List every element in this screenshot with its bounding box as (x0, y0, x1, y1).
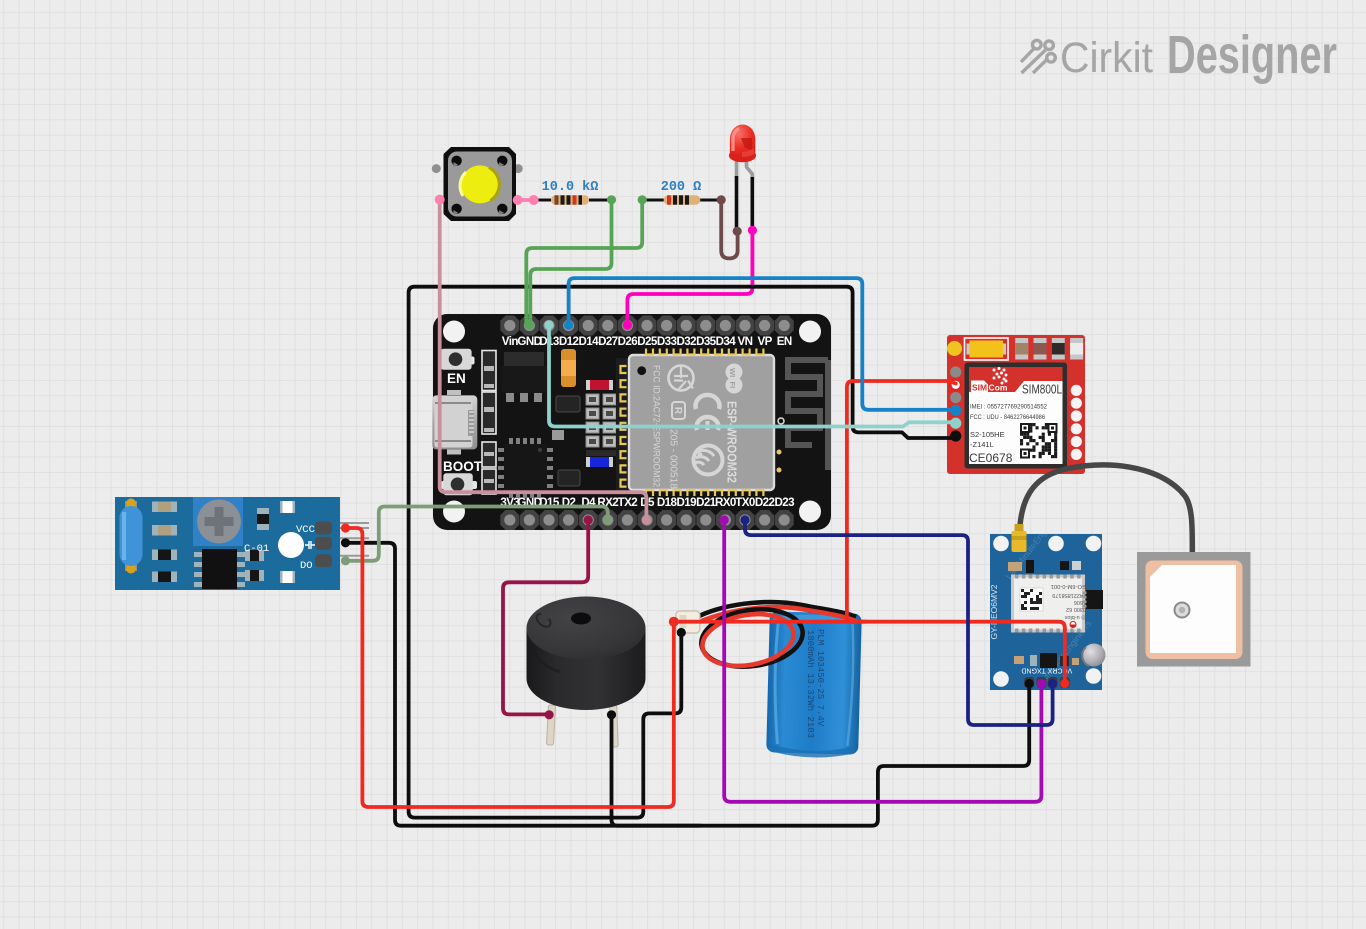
svg-text:Designer: Designer (1167, 25, 1337, 85)
svg-text:SIM800L: SIM800L (1022, 383, 1062, 397)
svg-text:PLM 103450-2S 7.4V: PLM 103450-2S 7.4V (815, 629, 825, 727)
svg-text:Cirkit: Cirkit (1060, 34, 1153, 82)
svg-text:IMEI : 055727769290514552: IMEI : 055727769290514552 (970, 404, 1047, 411)
svg-text:10.0 kΩ: 10.0 kΩ (542, 180, 599, 195)
svg-text:GND: GND (517, 335, 541, 348)
svg-text:D23: D23 (774, 496, 795, 509)
svg-text:R: R (672, 407, 683, 415)
svg-text:-Z141L: -Z141L (970, 440, 994, 449)
svg-text:EN: EN (777, 335, 792, 348)
svg-text:D32: D32 (676, 335, 696, 348)
svg-text:VCC: VCC (296, 524, 315, 536)
svg-text:BOOT: BOOT (443, 459, 483, 474)
svg-text:GY-NEO6MV2: GY-NEO6MV2 (989, 584, 999, 639)
svg-text:D35: D35 (696, 335, 717, 348)
svg-text:1606: 1606 (1074, 599, 1086, 605)
svg-text:◎ u-blox: ◎ u-blox (1064, 614, 1086, 620)
svg-text:VN: VN (738, 335, 753, 348)
svg-text:D18: D18 (657, 496, 678, 509)
svg-text:S2-105HE: S2-105HE (970, 430, 1005, 439)
svg-text:NEO-6M-0-001: NEO-6M-0-001 (1051, 583, 1090, 589)
svg-text:Com: Com (989, 383, 1008, 393)
svg-text:D14: D14 (578, 335, 599, 348)
svg-text:D27: D27 (598, 335, 618, 348)
svg-text:GND: GND (1021, 666, 1037, 673)
svg-text:ESP-WROOM32: ESP-WROOM32 (725, 401, 740, 483)
svg-text:1800mAh 13.32Wh 2103: 1800mAh 13.32Wh 2103 (805, 630, 815, 738)
svg-text:C-01: C-01 (244, 543, 269, 555)
svg-text:200 Ω: 200 Ω (661, 180, 702, 195)
svg-text:D33: D33 (657, 335, 678, 348)
svg-text:VP: VP (757, 335, 772, 348)
svg-text:RX: RX (1047, 666, 1057, 673)
svg-text:EN: EN (447, 371, 466, 386)
svg-text:D19: D19 (676, 496, 697, 509)
svg-text:D25: D25 (637, 335, 658, 348)
svg-text:FCC : UDU - 8462276644986: FCC : UDU - 8462276644986 (970, 414, 1045, 421)
svg-text:WI: WI (728, 368, 737, 377)
svg-text:205 - 000518: 205 - 000518 (668, 429, 679, 489)
svg-text:D12: D12 (559, 335, 579, 348)
svg-text:0300 62: 0300 62 (1066, 606, 1086, 612)
svg-text:TX0: TX0 (735, 496, 755, 509)
svg-text:TX: TX (1037, 666, 1046, 673)
svg-text:CE0678: CE0678 (969, 451, 1013, 465)
svg-text:D21: D21 (696, 496, 717, 509)
svg-text:RX0: RX0 (715, 496, 736, 509)
svg-text:D26: D26 (618, 335, 639, 348)
svg-text:SIM: SIM (972, 383, 987, 393)
svg-text:D34: D34 (716, 335, 737, 348)
svg-text:24221858179: 24221858179 (1052, 592, 1086, 598)
svg-text:TX2: TX2 (618, 496, 638, 509)
svg-text:DO: DO (300, 560, 313, 572)
svg-text:D22: D22 (755, 496, 775, 509)
svg-text:FI: FI (728, 382, 737, 389)
svg-text:Vin: Vin (502, 335, 519, 348)
